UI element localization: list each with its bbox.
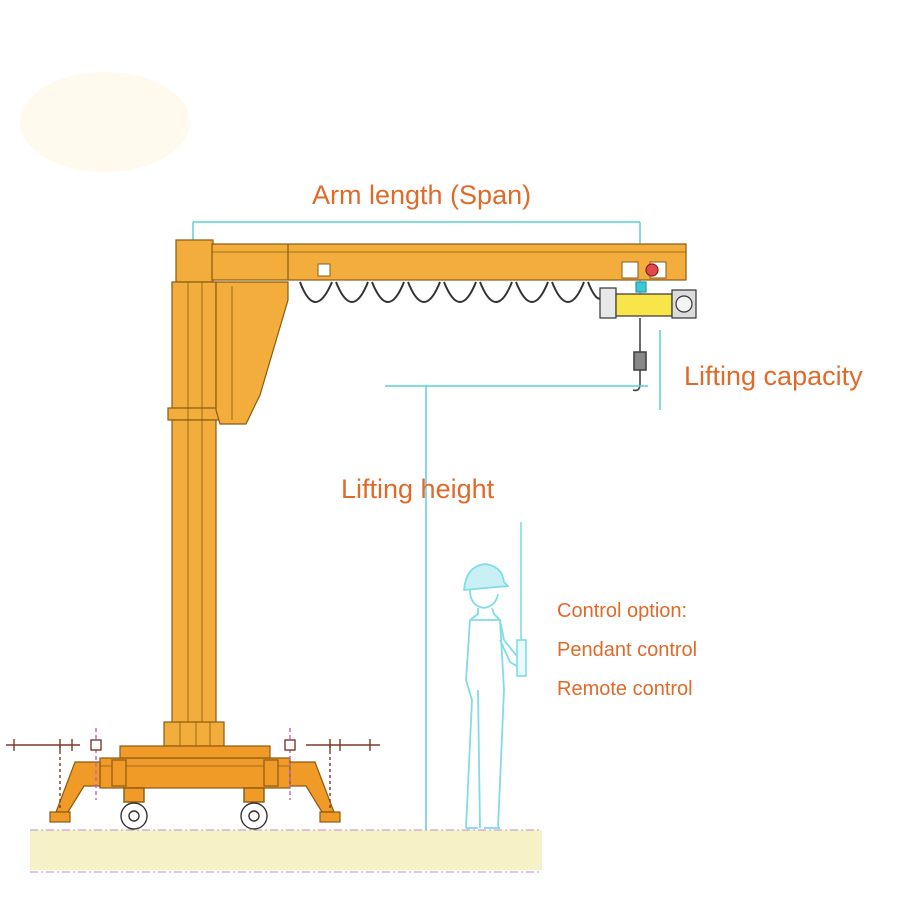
control-option-remote: Remote control bbox=[557, 678, 693, 700]
control-option-pendant: Pendant control bbox=[557, 639, 698, 661]
crane-column bbox=[163, 239, 225, 747]
lifting-height-label: Lifting height bbox=[341, 474, 495, 504]
lifting-height-dimension bbox=[385, 330, 661, 830]
control-option-title: Control option: bbox=[557, 600, 688, 622]
crane-base-frame bbox=[49, 745, 341, 823]
arm-length-label: Arm length (Span) bbox=[312, 180, 532, 210]
crane-jib-arm bbox=[211, 243, 687, 425]
caster-wheel-icon bbox=[120, 787, 268, 830]
pendant-controller-icon bbox=[516, 522, 527, 677]
electric-hoist-icon bbox=[599, 263, 697, 319]
ground-strip bbox=[30, 830, 542, 870]
festoon-cable bbox=[299, 281, 607, 303]
worker-with-helmet-icon bbox=[463, 563, 523, 829]
background-glow bbox=[20, 72, 190, 172]
lifting-capacity-label: Lifting capacity bbox=[684, 361, 863, 391]
crane-hook-icon bbox=[632, 318, 647, 392]
outrigger-handles bbox=[6, 728, 380, 810]
